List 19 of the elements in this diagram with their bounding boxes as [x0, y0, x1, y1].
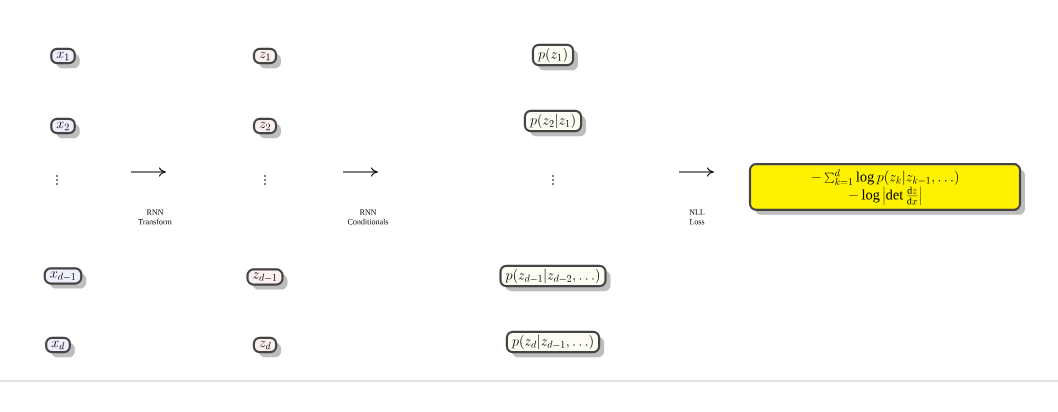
variable-box: $z_2$	[252, 117, 282, 139]
variable-box: $x_{d-1}$	[43, 267, 87, 289]
variable-box: $z_d$	[252, 336, 282, 358]
vertical-dots: $\vdots$	[56, 175, 58, 185]
variable-box: $p(z_1)$	[531, 43, 579, 71]
vertical-dots: $\vdots$	[552, 175, 554, 185]
variable-box: $x_d$	[45, 336, 75, 358]
step-label: NLL Loss	[689, 209, 705, 225]
variable-box: $p(z_{d-1}|z_{d-2},\ldots)$	[499, 264, 611, 292]
vertical-dots: $\vdots$	[264, 175, 266, 185]
variable-box: $z_{d-1}$	[246, 268, 288, 290]
variable-box: $z_1$	[252, 47, 282, 69]
variable-box: $p(z_2|z_1)$	[523, 109, 587, 137]
variable-box: $p(z_d|z_{d-1},\ldots)$	[505, 330, 605, 358]
loss-formula-box: $-\sum_{k=1}^d \log p(z_k|z_{k-1},\ldots)$ $-\log\left|\det\frac{\mathrm{d}z}{\mathrm{d}x}\right|$	[748, 163, 1025, 215]
step-label: RNN Conditionals	[347, 209, 389, 225]
variable-box: $x_2$	[50, 117, 80, 139]
variable-box: $x_1$	[50, 47, 80, 69]
step-label: RNN Transform	[138, 209, 172, 225]
